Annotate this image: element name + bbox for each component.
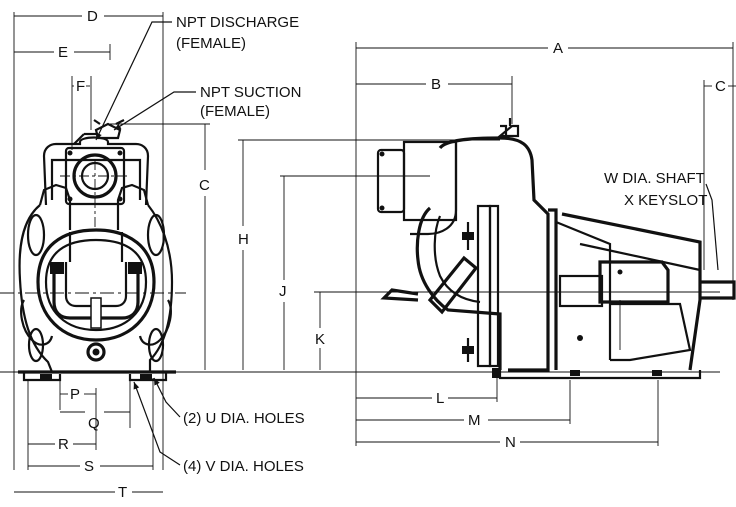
dim-label-C: C (199, 177, 210, 194)
dim-label-H: H (238, 231, 249, 248)
callout-v-holes: (4) V DIA. HOLES (183, 458, 304, 475)
callout-npt-discharge-female: (FEMALE) (176, 35, 246, 52)
callout-w-dia-shaft: W DIA. SHAFT (604, 170, 705, 187)
dim-label-T: T (118, 484, 127, 501)
dim-label-C-side: C (715, 78, 726, 95)
dim-label-K: K (315, 331, 325, 348)
dim-label-S: S (84, 458, 94, 475)
dim-label-B: B (431, 76, 441, 93)
dim-label-L: L (436, 390, 444, 407)
dim-label-A: A (553, 40, 563, 57)
callout-npt-suction-female: (FEMALE) (200, 103, 270, 120)
dim-label-F: F (76, 78, 85, 95)
callout-npt-suction: NPT SUCTION (200, 84, 301, 101)
callout-npt-discharge: NPT DISCHARGE (176, 14, 299, 31)
callout-u-holes: (2) U DIA. HOLES (183, 410, 305, 427)
callout-x-keyslot: X KEYSLOT (624, 192, 707, 209)
dim-label-M: M (468, 412, 481, 429)
dim-label-R: R (58, 436, 69, 453)
dim-label-E: E (58, 44, 68, 61)
front-view (0, 12, 210, 493)
dim-label-D: D (87, 8, 98, 25)
dim-label-Q: Q (88, 415, 100, 432)
dim-label-J: J (279, 283, 287, 300)
dim-label-N: N (505, 434, 516, 451)
dim-label-P: P (70, 386, 80, 403)
side-view (0, 42, 736, 446)
